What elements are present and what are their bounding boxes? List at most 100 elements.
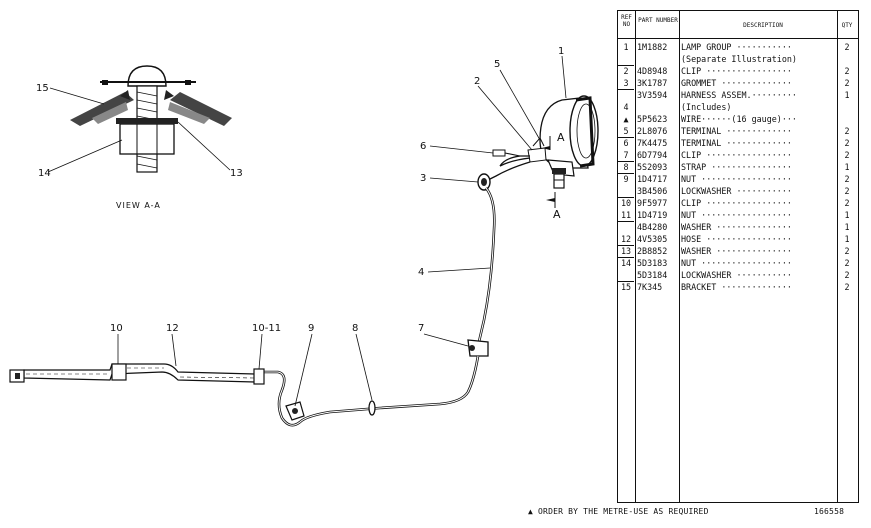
description-cell: CLIP ·················	[681, 66, 792, 76]
col-divider	[635, 11, 636, 502]
callout-1: 1	[558, 46, 564, 57]
section-arrow-lower: A	[553, 208, 561, 221]
qty-cell: 2	[844, 126, 850, 136]
part-number-cell: 4V5305	[637, 234, 668, 244]
ref-cell: 14	[620, 258, 632, 268]
part-number-cell: 3V3594	[637, 90, 668, 100]
description-cell: WIRE······(16 gauge)···	[681, 114, 797, 124]
ref-cell: 5	[623, 126, 629, 136]
table-header: REF NO PART NUMBER DESCRIPTION QTY	[618, 11, 858, 39]
qty-cell: 2	[844, 150, 850, 160]
row-separator	[618, 221, 634, 222]
description-cell: (Separate Illustration)	[681, 54, 797, 64]
qty-cell: 2	[844, 186, 850, 196]
wire-harness	[9, 149, 531, 427]
part-number-cell: 9F5977	[637, 198, 668, 208]
part-number-cell: 7K345	[637, 282, 663, 292]
table-row: (Separate Illustration)	[618, 53, 858, 65]
part-number-cell: 5D3184	[637, 270, 668, 280]
ref-cell: 7	[623, 150, 629, 160]
section-arrow-upper: A	[557, 131, 565, 144]
ref-cell: 1	[623, 42, 629, 52]
qty-cell: 1	[844, 162, 850, 172]
qty-cell: 2	[844, 138, 850, 148]
part-number-cell: 6D7794	[637, 150, 668, 160]
qty-cell: 2	[844, 66, 850, 76]
ref-cell: 10	[620, 198, 632, 208]
ref-cell: 8	[623, 162, 629, 172]
description-cell: STRAP ················	[681, 162, 792, 172]
description-cell: GROMMET ··············	[681, 78, 792, 88]
part-number-cell: 3K1787	[637, 78, 668, 88]
row-separator	[618, 173, 634, 174]
callout-10: 10	[110, 323, 123, 334]
table-row: 7 6D7794 CLIP ················· 2	[618, 149, 858, 161]
callout-9: 9	[308, 323, 314, 334]
col-divider	[837, 11, 838, 502]
part-number-cell: 1D4717	[637, 174, 668, 184]
table-row: ▲ 5P5623 WIRE······(16 gauge)···	[618, 113, 858, 125]
description-cell: LOCKWASHER ···········	[681, 186, 792, 196]
description-cell: LOCKWASHER ···········	[681, 270, 792, 280]
qty-cell: 1	[844, 222, 850, 232]
col-divider	[679, 11, 680, 502]
row-separator	[618, 65, 634, 66]
part-number-cell: 4B4280	[637, 222, 668, 232]
callout-7: 7	[418, 323, 424, 334]
ref-cell: 9	[623, 174, 629, 184]
figure-number: 166558	[814, 507, 845, 516]
description-cell: HARNESS ASSEM.·········	[681, 90, 797, 100]
lamp-assembly: A A	[527, 95, 599, 221]
part-number-cell: 2B8852	[637, 246, 668, 256]
part-number-cell: 4D8948	[637, 66, 668, 76]
qty-cell: 1	[844, 234, 850, 244]
ref-cell: ▲	[623, 114, 629, 124]
callout-8: 8	[352, 323, 358, 334]
part-number-cell: 2L8076	[637, 126, 668, 136]
table-row: 5D3184 LOCKWASHER ··········· 2	[618, 269, 858, 281]
callout-6: 6	[420, 141, 426, 152]
ref-cell: 12	[620, 234, 632, 244]
description-cell: NUT ··················	[681, 210, 792, 220]
header-qty: QTY	[841, 22, 853, 29]
header-description: DESCRIPTION	[743, 22, 783, 29]
description-cell: HOSE ·················	[681, 234, 792, 244]
qty-cell: 2	[844, 282, 850, 292]
qty-cell: 2	[844, 270, 850, 280]
qty-cell: 1	[844, 90, 850, 100]
callout-15: 15	[36, 83, 49, 94]
table-row: 9 1D4717 NUT ·················· 2	[618, 173, 858, 185]
row-separator	[618, 137, 634, 138]
qty-cell: 2	[844, 246, 850, 256]
callout-4: 4	[418, 267, 424, 278]
callout-5: 5	[494, 59, 500, 70]
part-number-cell: 5P5623	[637, 114, 668, 124]
row-separator	[618, 89, 634, 90]
description-cell: (Includes)	[681, 102, 732, 112]
callout-leaders	[117, 55, 567, 407]
description-cell: CLIP ·················	[681, 150, 792, 160]
table-row: 3V3594 HARNESS ASSEM.········· 1	[618, 89, 858, 101]
ref-cell: 15	[620, 282, 632, 292]
view-label: VIEW A-A	[116, 201, 161, 210]
table-row: 4(Includes)	[618, 101, 858, 113]
ref-cell: 2	[623, 66, 629, 76]
ref-cell: 6	[623, 138, 629, 148]
description-cell: CLIP ·················	[681, 198, 792, 208]
ref-cell: 13	[620, 246, 632, 256]
callout-12: 12	[166, 323, 179, 334]
description-cell: NUT ··················	[681, 174, 792, 184]
qty-cell: 2	[844, 174, 850, 184]
row-separator	[618, 245, 634, 246]
ref-cell: 11	[620, 210, 632, 220]
